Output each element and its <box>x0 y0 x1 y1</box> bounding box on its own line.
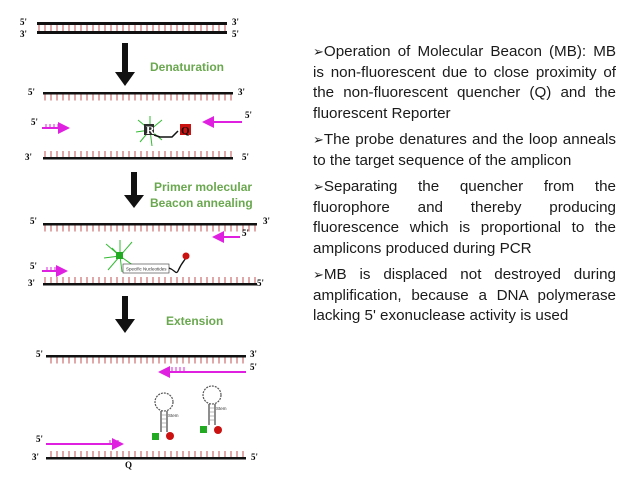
label-3prime: 3' <box>250 349 257 359</box>
label-5prime: 5' <box>28 87 35 97</box>
label-3prime: 3' <box>25 152 32 162</box>
label-3prime: 3' <box>32 452 39 462</box>
label-5prime: 5' <box>245 110 252 120</box>
quencher-label: Q <box>125 460 132 470</box>
extension-strand-forward <box>46 438 124 450</box>
label-5prime: 5' <box>36 434 43 444</box>
bullet-item: ➢Operation of Molecular Beacon (MB): MB … <box>313 42 616 124</box>
label-5prime: 5' <box>257 278 264 288</box>
reporter-dye <box>144 124 154 135</box>
bullet-arrow-icon: ➢ <box>313 132 324 147</box>
displaced-beacon-1: Stem <box>152 392 179 440</box>
bullet-text: MB is displaced not destroyed during amp… <box>313 266 616 324</box>
bullet-list: ➢Operation of Molecular Beacon (MB): MB … <box>313 42 616 333</box>
step-label-annealing: Primer molecular <box>154 180 252 194</box>
step-arrow-denaturation <box>115 43 135 86</box>
bullet-text: Operation of Molecular Beacon (MB): MB i… <box>313 43 616 122</box>
stem-caption: Stem <box>216 406 227 411</box>
label-5prime: 5' <box>31 117 38 127</box>
label-5prime: 5' <box>20 17 27 27</box>
quencher-dye <box>166 432 174 440</box>
dna-strand-top <box>46 355 246 358</box>
dna-ticks <box>46 357 246 364</box>
dna-ticks <box>46 451 246 457</box>
quencher-dye <box>214 426 222 434</box>
bullet-item: ➢MB is displaced not destroyed during am… <box>313 265 616 327</box>
step-arrow-annealing <box>124 172 144 208</box>
pcr-molecular-beacon-diagram: 5' 3' 3' 5' Denaturation 5' 3' 5' 5' <box>20 17 270 470</box>
extension-strand-reverse <box>158 366 246 378</box>
bullet-text: Separating the quencher from the fluorop… <box>313 178 616 257</box>
step-label-annealing: Beacon annealing <box>150 196 253 210</box>
bullet-arrow-icon: ➢ <box>313 44 324 59</box>
label-5prime: 5' <box>36 349 43 359</box>
molecular-beacon-open: Specific Nucleotides <box>103 240 190 274</box>
beacon-tail-strand <box>168 257 187 274</box>
label-5prime: 5' <box>242 228 249 238</box>
stem-caption: Stem <box>168 413 179 418</box>
dna-strand-bottom <box>43 157 233 160</box>
label-3prime: 3' <box>232 17 239 27</box>
dna-strand-top <box>43 223 257 226</box>
beacon-loop-strand <box>153 130 179 138</box>
dna-ticks <box>37 25 227 31</box>
step-label-extension: Extension <box>166 314 223 328</box>
reporter-dye <box>200 426 207 433</box>
molecular-beacon-closed: R Q <box>135 116 191 147</box>
dna-ticks <box>43 277 257 283</box>
reporter-dye <box>152 433 159 440</box>
step-arrow-extension <box>115 296 135 333</box>
bullet-item: ➢Separating the quencher from the fluoro… <box>313 177 616 259</box>
displaced-beacon-2: Stem <box>200 385 227 434</box>
reporter-dye <box>116 252 123 259</box>
primer-forward <box>42 265 68 277</box>
dna-strand-top <box>37 22 227 25</box>
primer-forward <box>42 122 70 134</box>
reporter-label: R <box>146 123 155 137</box>
step-label-denaturation: Denaturation <box>150 60 224 74</box>
denatured-stage: 5' 3' 5' 5' R Q <box>25 87 252 162</box>
label-3prime: 3' <box>28 278 35 288</box>
label-3prime: 3' <box>263 216 270 226</box>
dna-strand-bottom <box>37 31 227 34</box>
dna-ticks <box>43 94 233 101</box>
label-3prime: 3' <box>20 29 27 39</box>
quencher-label: Q <box>181 125 190 137</box>
annealing-stage: 5' 3' 5' Specific Nucleotides 5' <box>28 216 270 288</box>
dna-ticks <box>43 225 257 232</box>
label-5prime: 5' <box>30 216 37 226</box>
bullet-arrow-icon: ➢ <box>313 267 324 282</box>
bullet-item: ➢The probe denatures and the loop anneal… <box>313 130 616 171</box>
bullet-text: The probe denatures and the loop anneals… <box>313 131 616 169</box>
extension-stage: 5' 3' 5' Stem <box>32 349 258 470</box>
label-5prime: 5' <box>242 152 249 162</box>
label-5prime: 5' <box>251 452 258 462</box>
bullet-arrow-icon: ➢ <box>313 179 324 194</box>
label-5prime: 5' <box>232 29 239 39</box>
label-3prime: 3' <box>238 87 245 97</box>
label-5prime: 5' <box>30 261 37 271</box>
quencher-dye <box>182 252 190 260</box>
label-5prime: 5' <box>250 362 257 372</box>
dna-strand-top <box>43 92 233 95</box>
probe-caption: Specific Nucleotides <box>126 267 167 272</box>
dna-ticks <box>43 151 233 157</box>
dna-strand-bottom <box>46 457 246 460</box>
dna-strand-bottom <box>43 283 257 286</box>
dsdna-stage-1: 5' 3' 3' 5' <box>20 17 239 39</box>
quencher-dye <box>180 124 191 135</box>
